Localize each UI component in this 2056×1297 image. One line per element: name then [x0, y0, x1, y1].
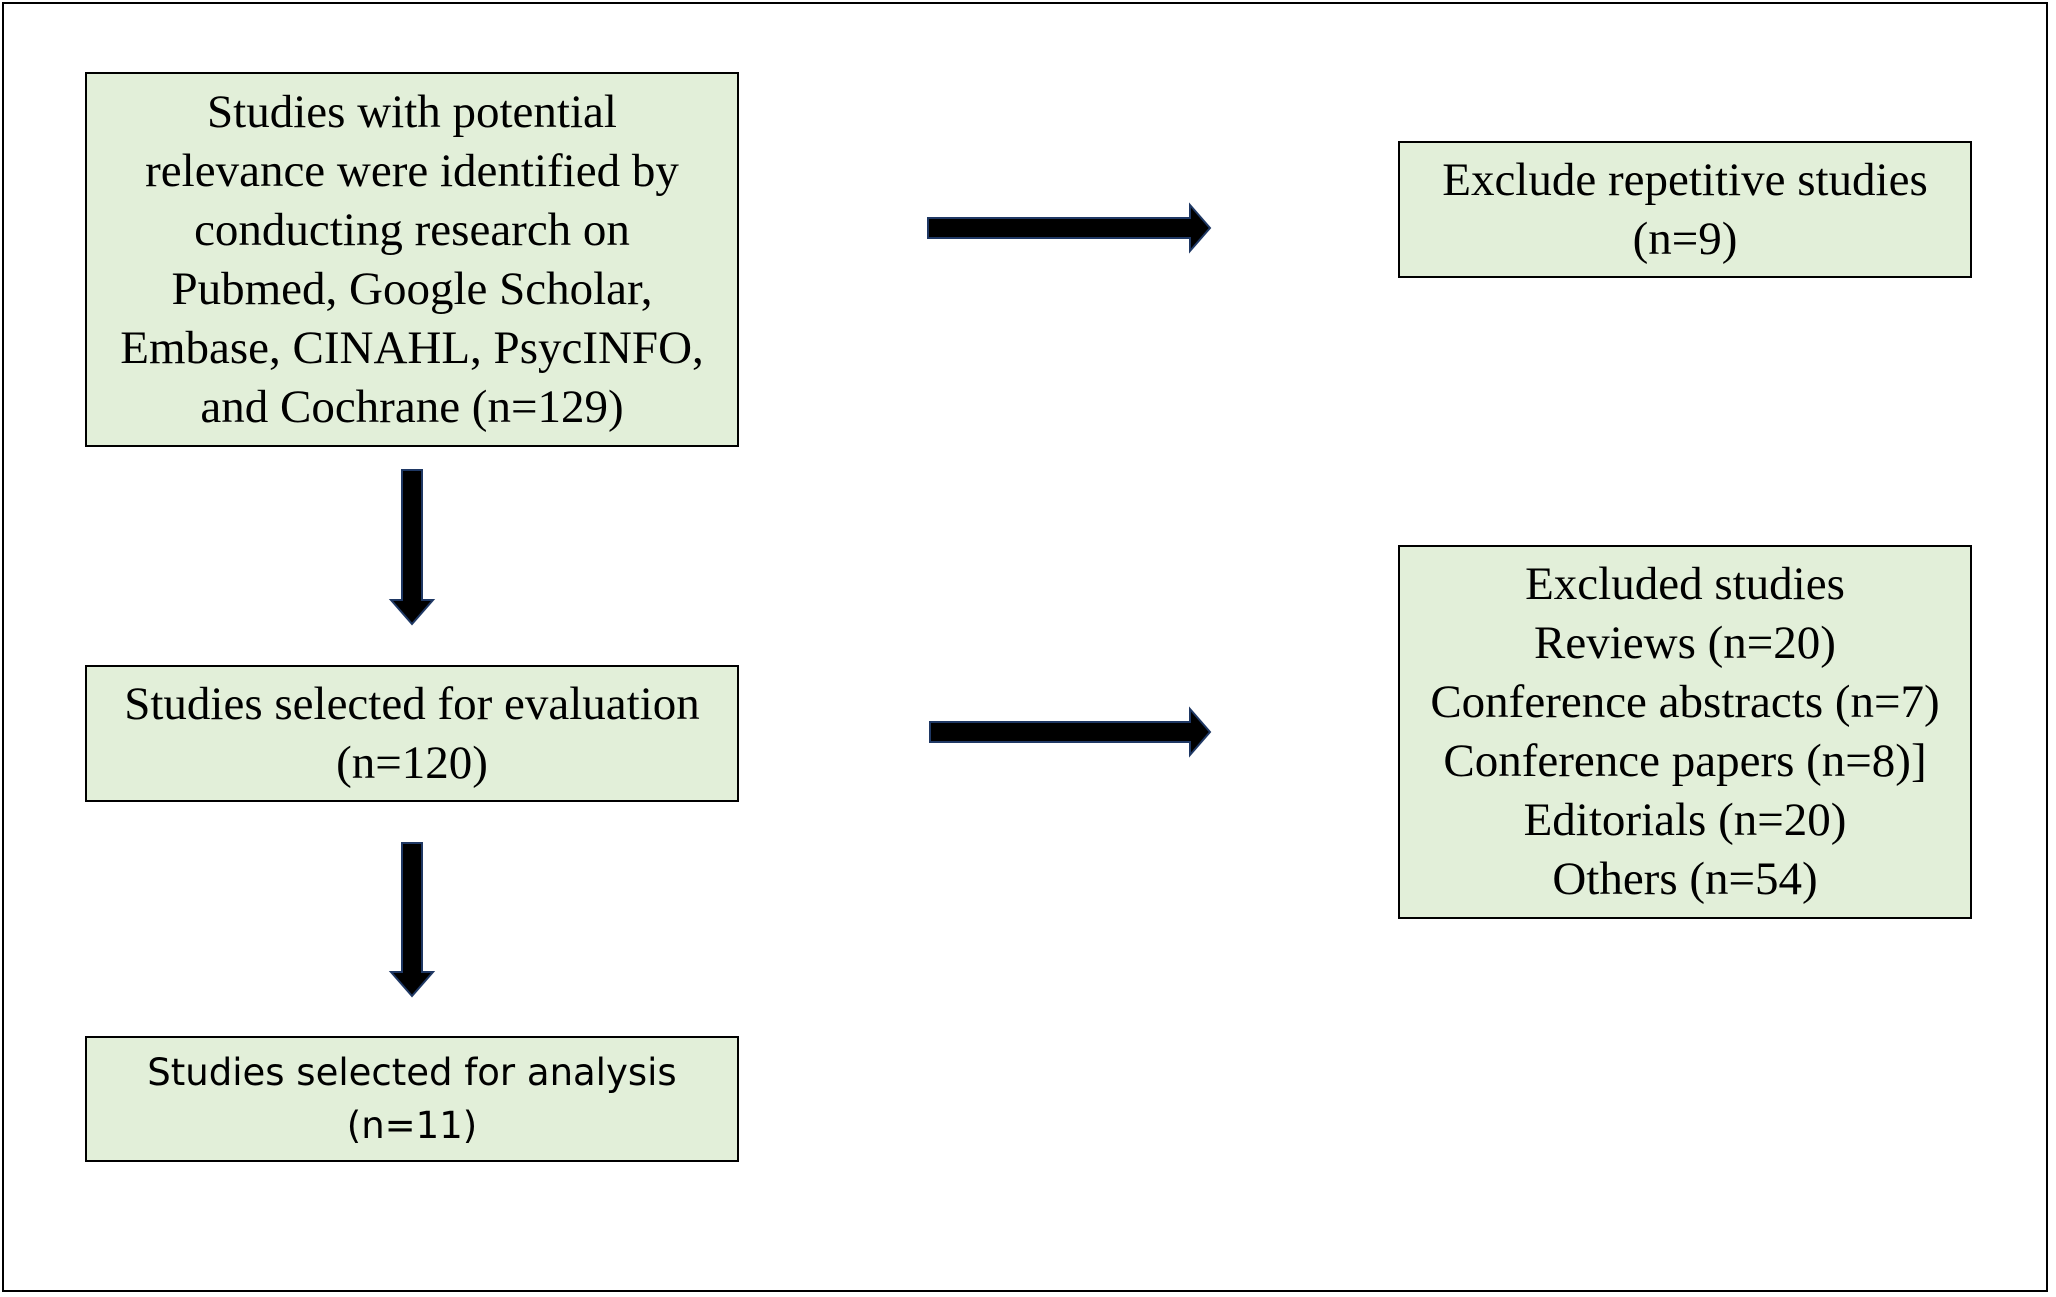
excluded-line-6: Others (n=54): [1552, 853, 1818, 905]
identified-studies-box: Studies with potential relevance were id…: [85, 72, 739, 447]
evaluation-line-1: Studies selected for evaluation: [124, 677, 700, 730]
identified-line-1: Studies with potential: [207, 85, 617, 138]
arrow-down-analysis: [388, 842, 436, 998]
identified-line-6: and Cochrane (n=129): [200, 380, 624, 433]
analysis-studies-box: Studies selected for analysis (n=11): [85, 1036, 739, 1162]
identified-line-5: Embase, CINAHL, PsycINFO,: [120, 321, 704, 374]
arrow-right-repetitive: [927, 202, 1212, 254]
excluded-line-1: Excluded studies: [1525, 558, 1845, 610]
repetitive-studies-box: Exclude repetitive studies (n=9): [1398, 141, 1972, 278]
excluded-line-2: Reviews (n=20): [1534, 617, 1836, 669]
identified-line-2: relevance were identified by: [145, 144, 679, 197]
excluded-line-5: Editorials (n=20): [1523, 794, 1847, 846]
excluded-studies-box: Excluded studies Reviews (n=20) Conferen…: [1398, 545, 1972, 919]
evaluation-studies-box: Studies selected for evaluation (n=120): [85, 665, 739, 802]
repetitive-line-2: (n=9): [1632, 212, 1738, 265]
arrow-right-excluded: [929, 706, 1212, 758]
evaluation-line-2: (n=120): [336, 736, 488, 789]
identified-line-3: conducting research on: [194, 203, 630, 256]
arrow-down-evaluation: [388, 469, 436, 626]
excluded-line-3: Conference abstracts (n=7): [1430, 676, 1940, 728]
repetitive-line-1: Exclude repetitive studies: [1442, 153, 1928, 206]
excluded-line-4: Conference papers (n=8)]: [1443, 735, 1927, 787]
identified-line-4: Pubmed, Google Scholar,: [171, 262, 653, 315]
analysis-line-2: (n=11): [346, 1104, 478, 1147]
analysis-line-1: Studies selected for analysis: [147, 1051, 677, 1094]
